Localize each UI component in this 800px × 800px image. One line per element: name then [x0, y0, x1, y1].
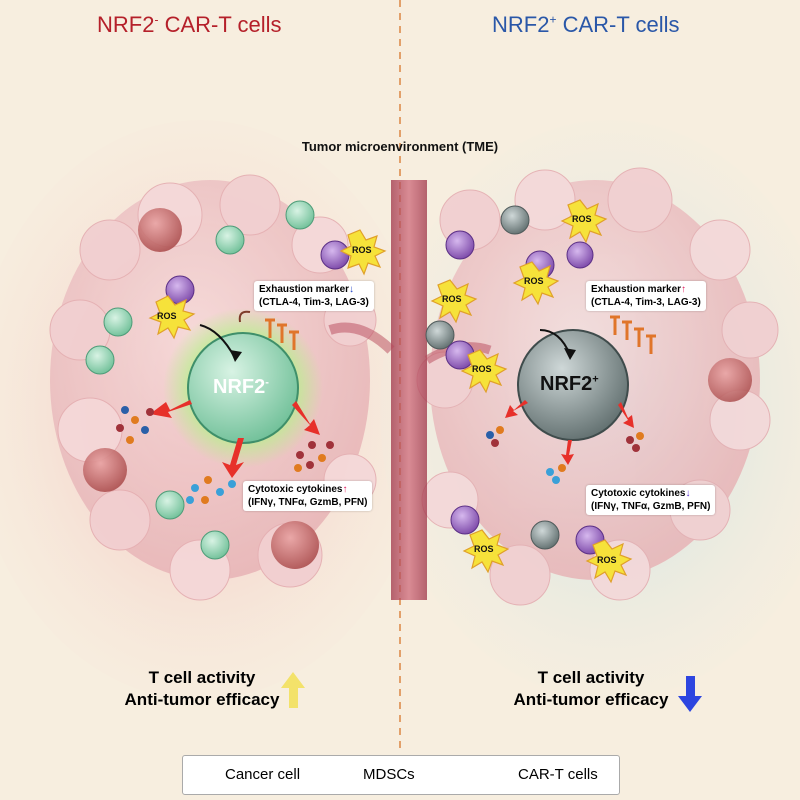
ros-burst-icon [512, 261, 560, 306]
ros-label: ROS [597, 555, 617, 565]
ros-burst-icon [339, 229, 387, 276]
right-main-cart-cell [517, 315, 656, 441]
ros-label: ROS [572, 214, 592, 224]
right-secretion-arrows [505, 400, 634, 465]
right-outcome-line1: T cell activity [537, 668, 645, 687]
mdsc-cells [165, 230, 605, 555]
left-secretion-arrows [150, 400, 320, 478]
ros-label: ROS [157, 311, 177, 321]
right-exhaustion-box: Exhaustion marker↑ (CTLA-4, Tim-3, LAG-3… [586, 281, 706, 311]
legend: Cancer cell MDSCs CAR-T cells [182, 755, 620, 795]
left-panel-title: NRF2- CAR-T cells [97, 12, 282, 37]
right-cell-label: NRF2+ [540, 373, 599, 395]
cancer-cell-clusters [83, 208, 752, 569]
ros-label: ROS [524, 276, 544, 286]
left-main-cart-cell [163, 308, 323, 468]
left-cytokine-box: Cytotoxic cytokines↑ (IFNγ, TNFα, GzmB, … [243, 481, 373, 511]
legend-cancer-cell-label: Cancer cell [225, 766, 301, 783]
right-outcome-line2: Anti-tumor efficacy [513, 690, 669, 709]
ros-burst-icon [462, 529, 510, 574]
ros-burst-icon [148, 295, 196, 340]
ros-burst-icon [460, 349, 508, 394]
right-panel-title: NRF2+ CAR-T cells [492, 12, 680, 37]
blood-vessel [328, 180, 492, 600]
ros-label: ROS [474, 544, 494, 554]
green-cart-cells [85, 200, 315, 560]
ros-label: ROS [442, 294, 462, 304]
left-cell-label: NRF2- [213, 376, 269, 398]
left-outcome-up-arrow [281, 672, 305, 708]
ros-burst-icon [430, 279, 478, 324]
left-outcome-line1: T cell activity [148, 668, 256, 687]
ros-bursts [148, 199, 633, 584]
right-outcome-down-arrow [678, 676, 702, 712]
gray-cart-cells [425, 205, 560, 550]
left-outcome-line2: Anti-tumor efficacy [124, 690, 280, 709]
right-outcome-text: T cell activity Anti-tumor efficacy [502, 667, 680, 711]
left-cytokine-dots [116, 406, 334, 504]
right-cytokine-dots [486, 426, 644, 484]
legend-mdsc-label: MDSCs [363, 766, 415, 783]
legend-cart-label: CAR-T cells [518, 766, 598, 783]
tme-label: Tumor microenvironment (TME) [301, 139, 499, 154]
ros-burst-icon [560, 199, 608, 244]
ros-label: ROS [352, 245, 372, 255]
left-exhaustion-box: Exhaustion marker↓ (CTLA-4, Tim-3, LAG-3… [254, 281, 374, 311]
right-cytokine-box: Cytotoxic cytokines↓ (IFNγ, TNFα, GzmB, … [586, 485, 716, 515]
receptor-icons [610, 315, 656, 354]
receptor-icons [265, 318, 299, 350]
ros-burst-icon [585, 539, 633, 584]
ros-label: ROS [472, 364, 492, 374]
left-outcome-text: T cell activity Anti-tumor efficacy [114, 667, 290, 711]
